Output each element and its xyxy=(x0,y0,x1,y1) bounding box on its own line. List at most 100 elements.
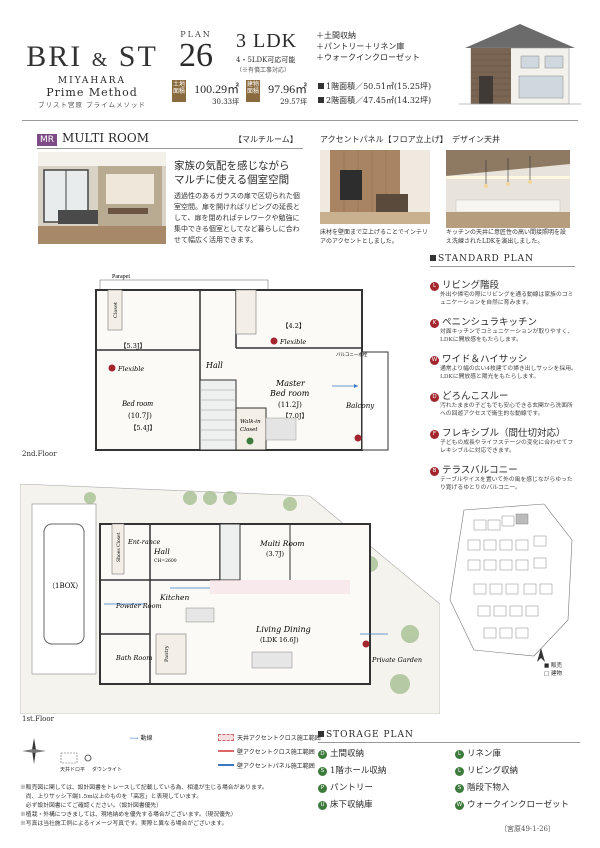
hall-2f-label: Hall xyxy=(205,361,223,370)
multi-room-title-jp: 【マルチルーム】 xyxy=(234,135,298,144)
entrance-label: Ent-rance xyxy=(127,538,161,546)
land-area-m2: 100.29㎡ xyxy=(194,82,240,96)
hall-1f-label: Hall xyxy=(153,547,170,556)
floor-1f-label: 1st.Floor xyxy=(22,715,54,723)
master-room-label: Bed room xyxy=(269,389,310,398)
site-legend-gray: ■ 販売 xyxy=(544,663,562,669)
standard-plan-item-desc: 対面キッチンでコミュニケーションが取りやすく、LDKに開放感をもたらします。 xyxy=(440,329,574,343)
building-area: 建物面積 97.96㎡ 29.57坪 xyxy=(246,80,307,107)
living-size: (LDK 16.6J) xyxy=(260,636,299,644)
storage-plan-heading-text: STORAGE PLAN xyxy=(326,730,414,740)
storage-item-label: 土間収納 xyxy=(330,749,365,759)
multi-room-1f-label: Multi Room xyxy=(259,539,305,548)
walkin-label: Walk-in xyxy=(240,419,261,425)
kitchen-counter xyxy=(185,607,215,623)
storage-item-label: パントリー xyxy=(330,783,373,793)
multi-room-body: 透過性のあるガラスの扉で区切られた個室空間。扉を開ければリビングの延長として、扉… xyxy=(174,192,300,244)
brand-sub3: ブリスト宮原 プライムメソッド xyxy=(38,101,146,109)
site-map xyxy=(449,503,573,657)
downlight-legend-label: ダウンライト xyxy=(92,767,123,773)
arrow-icon: ⟷ xyxy=(130,735,141,742)
standard-plan-item-title-text: ワイド＆ハイサッシ xyxy=(442,354,528,365)
pantry-label: Pantry xyxy=(164,645,170,662)
ldk-type-note: 4・5LDK可応可能 xyxy=(236,56,296,64)
compass-icon xyxy=(22,738,46,764)
storage-item-label: 1階ホール収納 xyxy=(330,766,387,776)
floor-area-1-text: 1階面積／50.51㎡(15.25坪) xyxy=(326,82,432,91)
kitchen-label: Kitchen xyxy=(159,593,189,602)
storage-plan-heading: STORAGE PLAN xyxy=(318,730,414,740)
standard-plan-item-title-text: フレキシブル（間仕切対応） xyxy=(442,428,566,439)
storage-badge-icon: L xyxy=(455,750,464,759)
flexible-icon xyxy=(108,364,116,372)
line-icon xyxy=(218,764,234,766)
brand-amp: & xyxy=(91,49,110,71)
floor-plan-1f: （1BOX） Shoes Closet Ent-rance Hall CH=26… xyxy=(20,484,440,714)
balcony-label: Balcony xyxy=(345,402,375,410)
storage-badge-icon: L xyxy=(455,767,464,776)
parapet-wall xyxy=(99,279,269,291)
balcony-note: バルコニー水栓 xyxy=(336,351,368,358)
storage-badge-icon: U xyxy=(318,801,327,810)
legend-wall-cross-text: 壁アクセントクロス施工範囲 xyxy=(237,749,315,756)
balcony-area xyxy=(361,351,389,451)
badge-icon: K xyxy=(430,319,439,328)
divider xyxy=(37,148,303,149)
storage-item-label: 階段下物入 xyxy=(467,783,510,793)
square-icon xyxy=(318,97,324,103)
page-code: 〔宮原49-1-26〕 xyxy=(500,825,555,833)
brand-logo: BRI & ST MIYAHARA Prime Method ブリスト宮原 プラ… xyxy=(22,40,162,109)
plan-legend-2: 天井アクセントクロス施工範囲 壁アクセントクロス施工範囲 壁アクセントパネル施工… xyxy=(218,732,321,774)
standard-plan-item-desc: 外出や帰宅の際にリビングを通る動線は家族のコミュニケーションを自然に育みます。 xyxy=(440,292,574,306)
building-area-tsubo: 29.57坪 xyxy=(280,98,308,106)
ldk-type: 3 LDK 4・5LDK可応可能 （※有償工事対応） xyxy=(236,30,297,74)
storage-item-label: ウォークインクローゼット xyxy=(467,800,570,810)
standard-plan-item-title-text: ペニンシュラキッチン xyxy=(442,317,538,328)
ceiling-hatch-icon xyxy=(60,752,78,764)
ldk-type-main: 3 LDK xyxy=(236,30,298,52)
floor-area-1: 1階面積／50.51㎡(15.25坪) xyxy=(318,80,431,94)
balcony-icon xyxy=(354,434,362,442)
multi-room-title: MULTI ROOM xyxy=(62,131,149,145)
design-ceiling-caption: キッチンの天井に意匠性の高い間接照明を設え洗練されたLDKを演出しました。 xyxy=(446,229,567,245)
brand-name: BRI & ST xyxy=(22,40,162,74)
brand-name-b: ST xyxy=(118,40,158,73)
hatch-icon xyxy=(218,734,234,741)
badge-icon: W xyxy=(430,356,439,365)
brand-name-a: BRI xyxy=(26,40,83,73)
storage-badge-icon: D xyxy=(318,750,327,759)
multi-room-headline-2: マルチに使える個室空間 xyxy=(174,174,290,186)
note-line: ※植栽・外構につきましては、現地納めを優先する場合がございます。（現況優先） xyxy=(20,812,237,818)
bedroom-split-label-2: 【5.4J】 xyxy=(130,424,156,432)
plan-number-value: 26 xyxy=(179,37,213,74)
legend-wall-cross: 壁アクセントクロス施工範囲 xyxy=(218,746,321,760)
note-line: ※販売図に関しては、設計図書をトレースして記載している為、相違が生じる場合があり… xyxy=(20,785,268,791)
parking-space xyxy=(31,503,97,675)
bed-icon xyxy=(265,417,297,441)
badge-icon: B xyxy=(430,467,439,476)
stair-1f xyxy=(219,523,241,581)
floor-areas: 1階面積／50.51㎡(15.25坪) 2階面積／47.45㎡(14.32坪) xyxy=(318,80,431,108)
legend-flow-text: 動線 xyxy=(140,735,153,742)
wide-sash-icon xyxy=(362,640,370,648)
note-line: ※写真は当社施工例によるイメージ写真です。実際と異なる場合がございます。 xyxy=(20,821,228,827)
master-label: Master xyxy=(275,379,306,388)
stair-2f xyxy=(199,379,237,451)
plan-feature: ＋土間収納 xyxy=(316,31,356,40)
storage-item-label: 床下収納庫 xyxy=(330,800,373,810)
flexible-icon xyxy=(270,337,278,345)
badge-icon: F xyxy=(430,430,439,439)
building-area-values: 97.96㎡ 29.57坪 xyxy=(268,80,307,107)
legend-flow: ⟷ 動線 xyxy=(130,732,153,746)
standard-plan-heading-text: STANDARD PLAN xyxy=(438,254,535,264)
multi-room-headline: 家族の気配を感じながら マルチに使える個室空間 xyxy=(174,159,300,187)
